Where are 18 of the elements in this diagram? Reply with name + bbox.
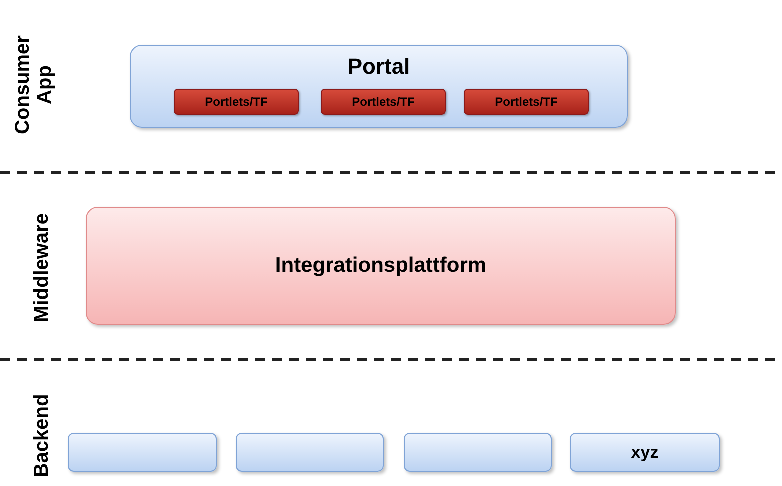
backend-box [68,433,217,472]
backend-box [236,433,384,472]
node-label: Portlets/TF [495,94,558,111]
layer-label: Consumer App [12,35,56,135]
portal-box [130,45,628,128]
node-label: xyz [631,442,659,464]
backend-box [404,433,552,472]
backend-box [570,433,720,472]
portlet-box [174,89,299,115]
integration-platform-box [86,207,676,325]
portlet-box [321,89,446,115]
layer-label: Backend [31,394,53,478]
layer-label: Middleware [31,214,53,322]
node-label: Portlets/TF [352,94,415,111]
node-label: Portal [348,53,410,81]
node-label: Integrationsplattform [275,253,487,280]
node-label: Portlets/TF [205,94,268,111]
portlet-box [464,89,589,115]
